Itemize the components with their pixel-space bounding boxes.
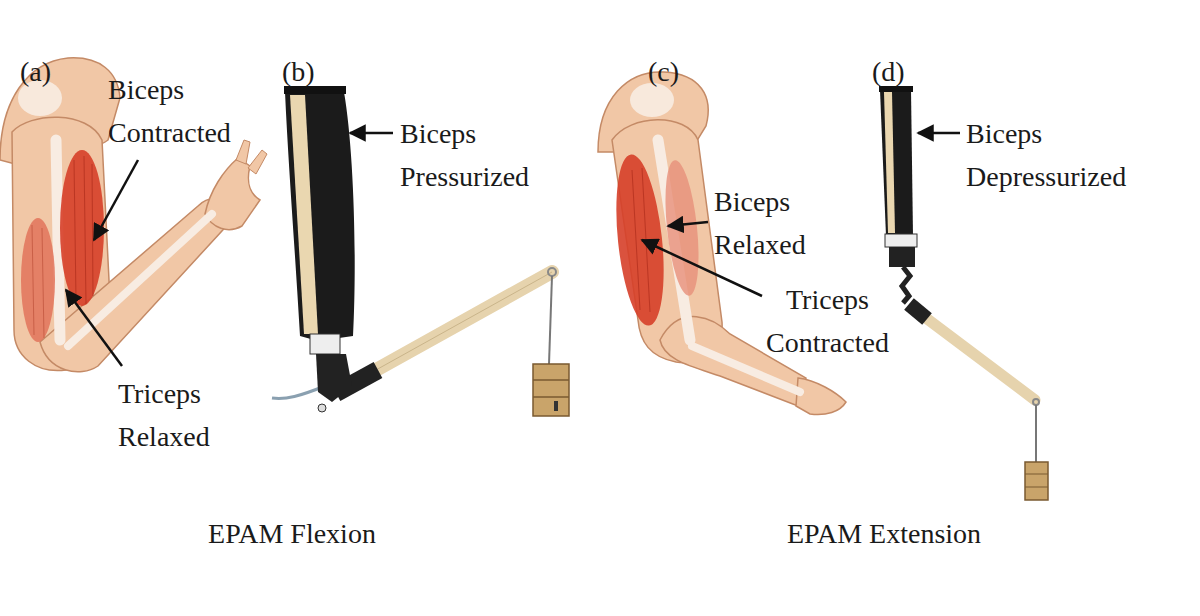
epam-device-extension-part (884, 92, 895, 233)
leader-arrow (918, 132, 960, 135)
epam-device-extension-part (1025, 462, 1048, 500)
epam-device-extension-part (885, 234, 917, 247)
epam-device-flexion-part (290, 95, 318, 334)
epam-device-flexion-part (533, 364, 569, 416)
human-arm-flexed-part (32, 225, 44, 338)
epam-device-extension-part (889, 247, 915, 267)
part-label: Biceps Relaxed (714, 180, 849, 266)
epam-device-flexion-part (549, 276, 552, 364)
epam-device-extension-part (918, 312, 1035, 400)
leader-arrow (668, 222, 708, 226)
human-arm-extended-part (796, 378, 846, 415)
epam-device-extension-part (902, 267, 910, 303)
panel-label: (a) (20, 50, 51, 93)
epam-device-extension-part (1035, 405, 1037, 462)
leader-arrow (94, 160, 138, 240)
leader-arrow (350, 132, 393, 135)
part-label: Triceps Contracted (740, 278, 915, 364)
human-arm-flexed-part (60, 150, 104, 306)
human-arm-flexed-part (74, 156, 93, 304)
caption-label: EPAM Flexion (142, 512, 442, 555)
human-arm-extended-part (660, 159, 704, 297)
epam-device-flexion-part (310, 334, 340, 354)
human-arm-flexed-part (236, 140, 267, 174)
human-arm-flexed-part (56, 140, 60, 340)
part-label: Biceps Pressurized (400, 112, 575, 198)
leader-arrow (66, 290, 122, 366)
human-arm-flexed-part (21, 218, 55, 342)
epam-device-flexion-part (548, 268, 556, 276)
human-arm-extended-part (632, 168, 650, 312)
human-arm-extended-part (630, 83, 674, 117)
epam-device-extension-part (1033, 399, 1039, 405)
epam-device-extension-part (880, 90, 913, 236)
caption-label: EPAM Extension (734, 512, 1034, 555)
panel-label: (b) (282, 50, 315, 93)
epam-device-flexion-part (533, 380, 569, 397)
panel-label: (c) (648, 50, 679, 93)
epam-device-extension-part (909, 304, 927, 319)
panel-label: (d) (872, 50, 905, 93)
epam-device-flexion-part (272, 386, 325, 399)
part-label: Biceps Contracted (108, 68, 273, 154)
part-label: Biceps Depressurized (966, 112, 1171, 198)
human-arm-extended-part (609, 152, 671, 328)
epam-device-extension-part (1025, 474, 1048, 487)
part-label: Triceps Relaxed (118, 372, 258, 458)
epam-device-flexion-part (318, 404, 326, 412)
epam-device-flexion-part (554, 401, 558, 411)
epam-device-flexion-part (284, 86, 346, 94)
epam-device-flexion-part (316, 354, 352, 402)
epam-device-flexion-part (285, 92, 355, 341)
